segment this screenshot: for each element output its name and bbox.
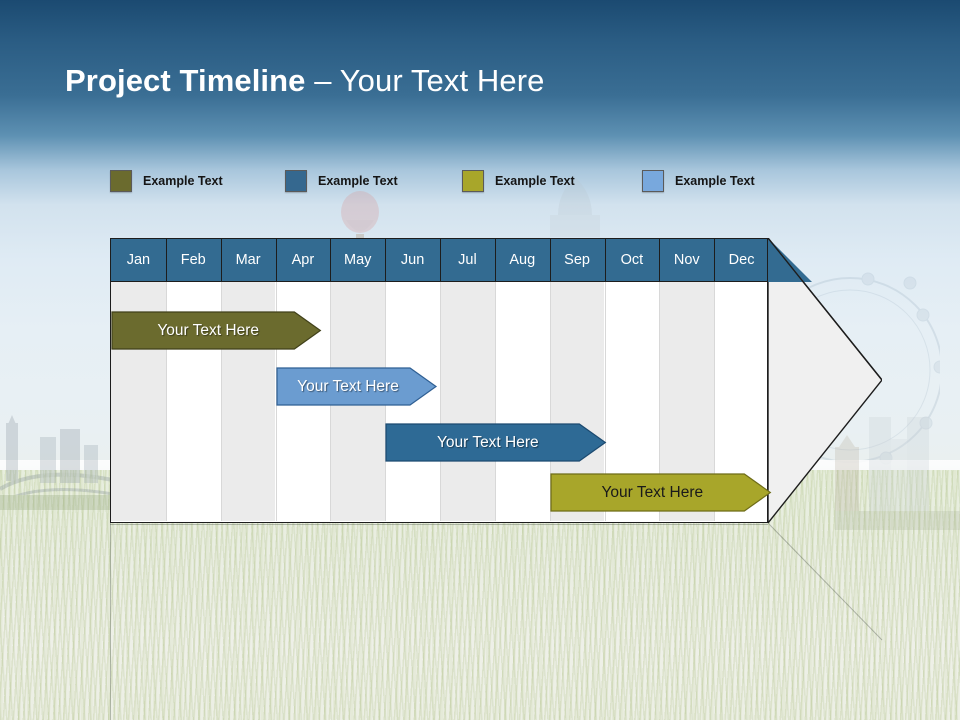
grid-column-line — [549, 282, 551, 521]
month-header-divider — [220, 239, 222, 281]
grid-column-line — [659, 282, 661, 521]
task-bar-shape — [111, 311, 322, 350]
month-header-jun[interactable]: Jun — [400, 252, 425, 268]
grid-column-line — [494, 282, 496, 521]
legend-swatch-icon — [642, 170, 664, 192]
month-header-divider — [385, 239, 387, 281]
month-header-aug[interactable]: Aug — [509, 252, 536, 268]
grid-column-jul — [440, 282, 495, 521]
month-header-jan[interactable]: Jan — [126, 252, 151, 268]
month-header-divider — [714, 239, 716, 281]
grid-column-aug — [494, 282, 550, 521]
timeline-chart: Jan Feb Mar Apr May Jun Jul Aug Sep Oct Nov Dec — [110, 238, 768, 523]
task-bar-label: Your Text Here — [297, 377, 399, 395]
legend-label: Example Text — [143, 174, 223, 188]
legend-swatch-icon — [110, 170, 132, 192]
page-title-bold: Project Timeline — [65, 63, 306, 98]
task-bar-label: Your Text Here — [436, 433, 539, 451]
abbey-background-icon — [835, 417, 960, 530]
legend-swatch-icon — [285, 170, 307, 192]
page-title: Project Timeline – Your Text Here — [65, 60, 544, 102]
month-header-jul[interactable]: Jul — [458, 252, 477, 268]
month-header-divider — [275, 239, 277, 281]
legend-item-1[interactable]: Example Text — [110, 168, 223, 194]
task-bar-3[interactable]: Your Text Here — [385, 423, 607, 462]
month-header-apr[interactable]: Apr — [291, 252, 315, 268]
month-header-divider — [165, 239, 167, 281]
legend-label: Example Text — [318, 174, 398, 188]
grid-column-line — [440, 282, 441, 521]
task-bar-4[interactable]: Your Text Here — [550, 473, 772, 512]
task-bar-2[interactable]: Your Text Here — [275, 367, 437, 406]
month-header-divider — [604, 239, 606, 281]
month-header-feb[interactable]: Feb — [180, 252, 206, 268]
month-header-divider — [549, 239, 551, 281]
legend-label: Example Text — [495, 174, 575, 188]
month-header-mar[interactable]: Mar — [235, 252, 261, 268]
timeline-grid-body — [110, 282, 768, 523]
legend-swatch-icon — [462, 170, 484, 192]
month-header-divider — [659, 239, 661, 281]
task-bar-label: Your Text Here — [157, 321, 260, 339]
task-bar-shape — [385, 423, 607, 462]
month-header-divider — [330, 239, 332, 281]
task-bar-shape — [275, 367, 437, 406]
legend-item-3[interactable]: Example Text — [462, 168, 575, 194]
legend-label: Example Text — [675, 174, 755, 188]
task-bar-label: Your Text Here — [601, 483, 704, 501]
timeline-arrow-head — [768, 238, 882, 523]
task-bar-shape — [550, 473, 772, 512]
month-header-divider — [494, 239, 496, 281]
grid-column-line — [714, 282, 716, 521]
guide-line-diagonal — [767, 522, 883, 641]
cathedral-dome-background-icon — [550, 177, 600, 237]
guide-line-top — [110, 524, 768, 525]
hot-air-balloon-background-icon — [341, 191, 379, 240]
month-header-dec[interactable]: Dec — [728, 252, 755, 268]
month-header-row: Jan Feb Mar Apr May Jun Jul Aug Sep Oct Nov Dec — [110, 238, 768, 282]
legend-item-4[interactable]: Example Text — [642, 168, 755, 194]
legend-item-2[interactable]: Example Text — [285, 168, 398, 194]
month-header-may[interactable]: May — [344, 252, 372, 268]
legend: Example Text Example Text Example Text Exam… — [110, 168, 830, 196]
month-header-nov[interactable]: Nov — [673, 252, 700, 268]
city-bridge-background-icon — [0, 415, 118, 510]
grid-column-line — [165, 282, 167, 521]
month-header-sep[interactable]: Sep — [564, 252, 590, 268]
month-header-divider — [440, 239, 441, 281]
task-bar-1[interactable]: Your Text Here — [111, 311, 322, 350]
grid-column-line — [604, 282, 606, 521]
guide-line-left — [110, 523, 111, 720]
page-title-rest: – Your Text Here — [305, 63, 545, 98]
grid-column-line — [220, 282, 222, 521]
month-header-oct[interactable]: Oct — [620, 252, 644, 268]
